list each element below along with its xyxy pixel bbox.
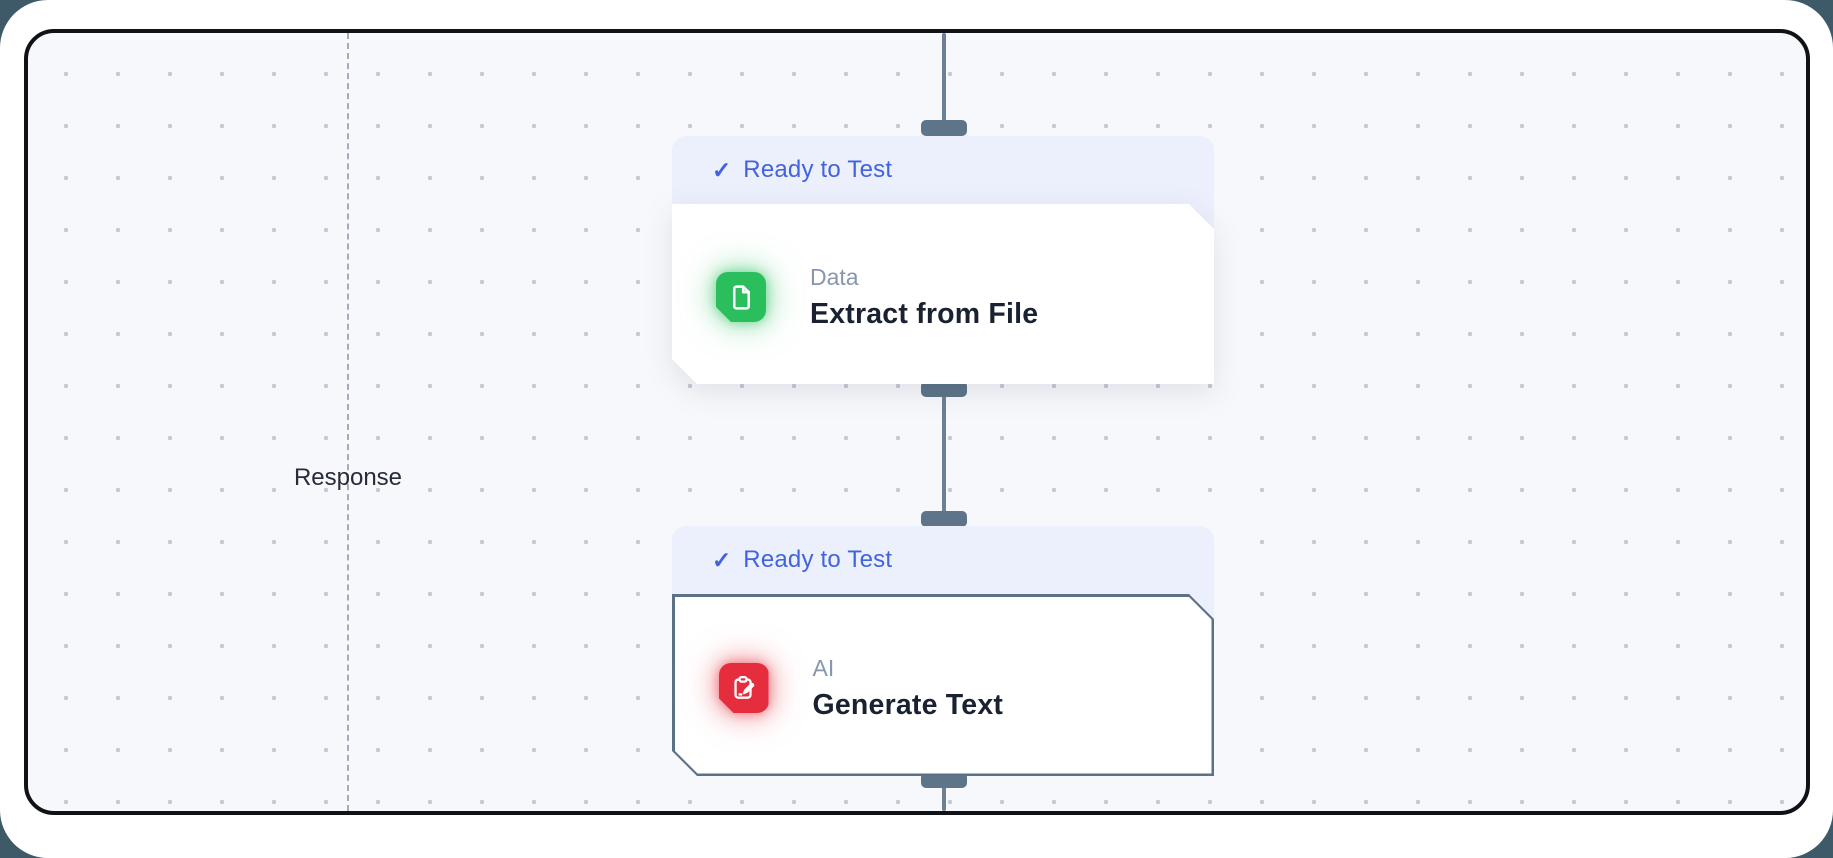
node-generate-text[interactable]: ✓ Ready to Test bbox=[672, 526, 1214, 776]
node-title: Generate Text bbox=[812, 688, 1004, 721]
status-text: Ready to Test bbox=[743, 546, 893, 573]
node1-input-handle[interactable] bbox=[921, 120, 967, 136]
node-category: AI bbox=[812, 654, 835, 681]
edge-line-bottom[interactable] bbox=[942, 775, 946, 811]
node-card[interactable]: Data Extract from File bbox=[672, 204, 1214, 384]
node-icon-wrap bbox=[719, 663, 769, 713]
node2-input-handle[interactable] bbox=[921, 511, 967, 527]
node-selection-outline: AI Generate Text bbox=[672, 594, 1214, 776]
node-icon-wrap bbox=[716, 272, 766, 322]
clipboard-pen-icon bbox=[719, 663, 769, 713]
file-icon bbox=[716, 272, 766, 322]
node1-output-handle[interactable] bbox=[921, 381, 967, 397]
node-card[interactable]: AI Generate Text bbox=[675, 597, 1212, 774]
check-icon: ✓ bbox=[712, 546, 732, 573]
response-label: Response bbox=[293, 464, 403, 491]
edge-line-middle[interactable] bbox=[942, 384, 946, 527]
check-icon: ✓ bbox=[712, 156, 732, 183]
node-extract-from-file[interactable]: ✓ Ready to Test Data bbox=[672, 136, 1214, 384]
node-title: Extract from File bbox=[810, 297, 1039, 330]
response-guide-line bbox=[347, 33, 349, 811]
edge-line-top[interactable] bbox=[942, 33, 946, 137]
node-card-shadow: Data Extract from File bbox=[672, 204, 1214, 384]
workflow-canvas[interactable]: Response ✓ Ready to Test bbox=[24, 29, 1810, 815]
status-text: Ready to Test bbox=[743, 156, 893, 183]
node2-output-handle[interactable] bbox=[921, 772, 967, 788]
node-category: Data bbox=[810, 263, 859, 290]
